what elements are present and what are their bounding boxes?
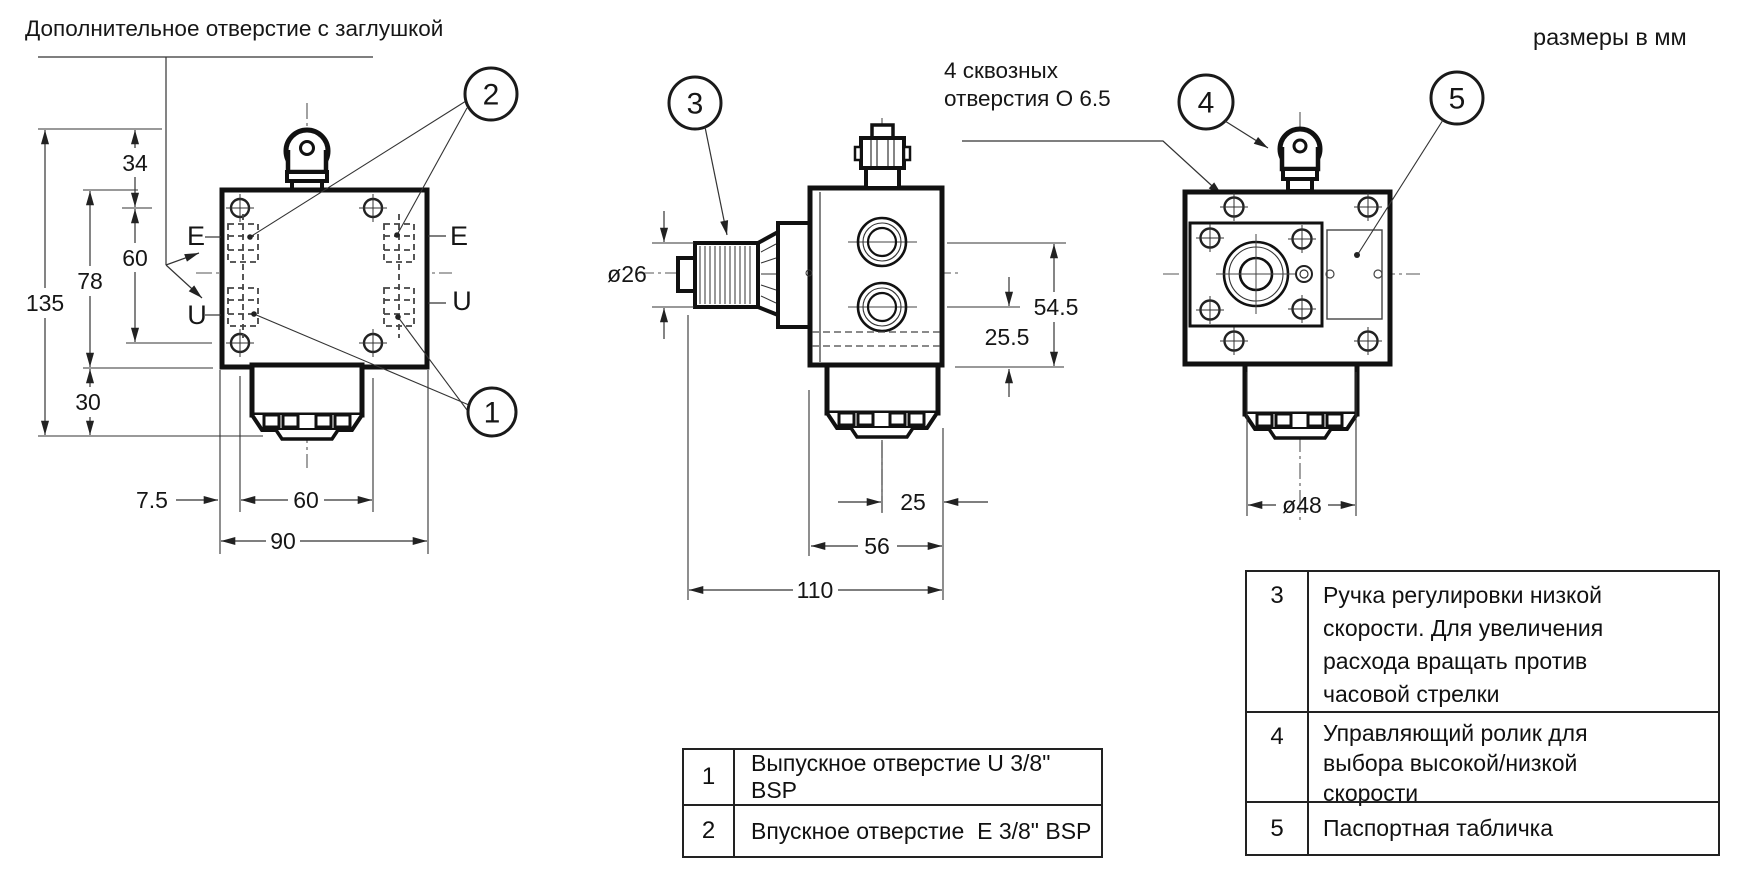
dim-25-5: 25.5 bbox=[985, 324, 1030, 350]
callout-2-number: 2 bbox=[483, 79, 500, 112]
table-row: 1 Выпускное отверстие U 3/8" BSP bbox=[684, 750, 1101, 804]
port-row-description: Впускное отверстие E 3/8" BSP bbox=[751, 817, 1092, 844]
part-row-number: 5 bbox=[1247, 803, 1309, 854]
side-body bbox=[807, 185, 945, 368]
callout-3: 3 bbox=[667, 75, 729, 236]
callout-4: 4 bbox=[1177, 73, 1269, 149]
side-ports bbox=[848, 216, 917, 333]
side-knob-cap bbox=[676, 256, 697, 293]
callout-1-number: 1 bbox=[484, 397, 501, 430]
part-row-number: 4 bbox=[1247, 713, 1309, 802]
table-row: 3 Ручка регулировки низкой скорости. Для… bbox=[1247, 572, 1718, 712]
callout-3-number: 3 bbox=[687, 88, 704, 121]
through-holes-note-line1: 4 сквозных bbox=[944, 58, 1059, 83]
port-row-number: 2 bbox=[684, 806, 735, 856]
part-row-description: Паспортная табличка bbox=[1323, 815, 1554, 842]
dim-60-horizontal: 60 bbox=[293, 487, 319, 513]
dim-135: 135 bbox=[26, 290, 64, 316]
through-holes-note: 4 сквозных отверстия O 6.5 bbox=[944, 58, 1223, 196]
dim-25: 25 bbox=[900, 489, 926, 515]
dim-34: 34 bbox=[122, 150, 148, 176]
units-note-text: размеры в мм bbox=[1533, 24, 1687, 50]
part-row-description: Управляющий ролик для выбора высокой/низ… bbox=[1323, 720, 1594, 807]
side-top-fitting bbox=[853, 123, 912, 190]
callout-5-number: 5 bbox=[1449, 83, 1466, 116]
dim-30: 30 bbox=[75, 389, 101, 415]
table-row: 5 Паспортная табличка bbox=[1247, 801, 1718, 854]
side-intermediate-block bbox=[776, 221, 812, 329]
front-dimension-lines bbox=[40, 130, 427, 546]
table-row: 4 Управляющий ролик для выбора высокой/н… bbox=[1247, 711, 1718, 807]
dim-56: 56 bbox=[864, 533, 890, 559]
port-row-description: Выпускное отверстие U 3/8" BSP bbox=[751, 750, 1057, 803]
side-right-extensions bbox=[947, 242, 1066, 368]
front-view: E E U U 1 2 bbox=[26, 66, 519, 554]
side-bottom-extensions bbox=[687, 315, 944, 600]
port-row-number: 1 bbox=[684, 750, 735, 804]
dim-110: 110 bbox=[797, 577, 834, 603]
part-row-number: 3 bbox=[1247, 572, 1309, 712]
table-row: 2 Впускное отверстие E 3/8" BSP bbox=[684, 804, 1101, 856]
ports-table: 1 Выпускное отверстие U 3/8" BSP 2 Впуск… bbox=[682, 748, 1103, 858]
back-bottom-fitting bbox=[1242, 361, 1360, 417]
front-bottom-fitting bbox=[249, 362, 365, 418]
dim-90: 90 bbox=[270, 528, 296, 554]
plug-note-text: Дополнительное отверстие с заглушкой bbox=[25, 16, 443, 41]
callout-4-number: 4 bbox=[1198, 87, 1215, 120]
through-holes-note-line2: отверстия O 6.5 bbox=[944, 86, 1111, 111]
dim-78: 78 bbox=[77, 268, 103, 294]
port-label-u-left: U bbox=[187, 300, 207, 330]
dim-60-vertical: 60 bbox=[122, 245, 148, 271]
callout-2: 2 bbox=[247, 66, 519, 240]
side-knob-knurl bbox=[693, 241, 760, 309]
back-center-bore bbox=[1216, 234, 1296, 314]
side-view: 3 ø26 54.5 25.5 bbox=[607, 75, 1079, 603]
dim-48: ø48 bbox=[1282, 492, 1322, 518]
parts-table: 3 Ручка регулировки низкой скорости. Для… bbox=[1245, 570, 1720, 856]
port-label-e-right: E bbox=[450, 221, 468, 251]
part-row-description: Ручка регулировки низкой скорости. Для у… bbox=[1323, 582, 1610, 707]
back-nameplate bbox=[1326, 229, 1383, 320]
plug-note-leader bbox=[38, 56, 373, 299]
dim-knob-diameter: ø26 bbox=[607, 261, 647, 287]
dim-54-5: 54.5 bbox=[1034, 294, 1079, 320]
front-extension-lines bbox=[38, 128, 429, 554]
side-bottom-fitting bbox=[824, 362, 941, 416]
callout-1: 1 bbox=[251, 311, 518, 438]
callout-5: 5 bbox=[1354, 70, 1485, 258]
front-body bbox=[219, 187, 430, 370]
port-label-u-right: U bbox=[452, 286, 472, 316]
back-small-hole bbox=[1295, 265, 1313, 283]
port-label-e-left: E bbox=[187, 221, 205, 251]
back-view: 4 5 ø48 bbox=[1163, 70, 1485, 520]
dim-7-5: 7.5 bbox=[136, 487, 168, 513]
